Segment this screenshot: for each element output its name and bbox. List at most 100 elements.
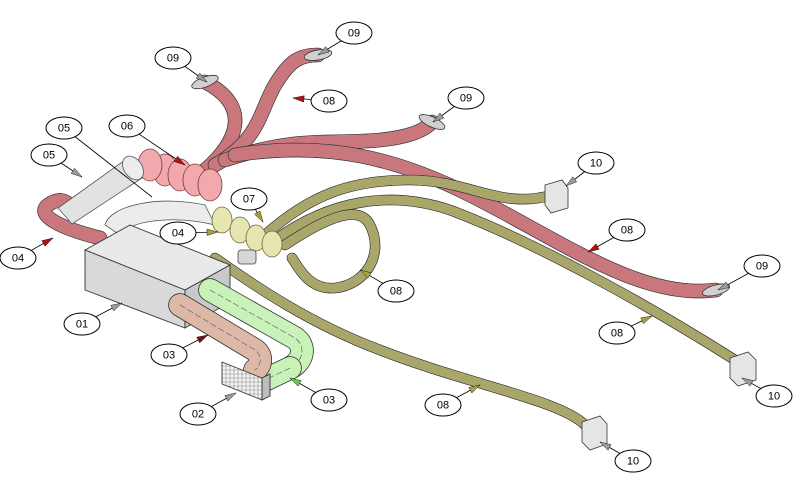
leader-arrowhead [70, 167, 83, 178]
callout-label: 03 [323, 395, 335, 407]
callout-10: 10 [614, 449, 652, 473]
leader-arrowhead [359, 269, 372, 279]
callout-oval [63, 312, 101, 336]
leader-line [63, 127, 153, 198]
callout-oval [30, 143, 68, 167]
callout-oval [150, 343, 188, 367]
callout-label: 03 [163, 350, 175, 362]
leader-arrowhead [110, 302, 123, 312]
callout-04: 04 [0, 246, 37, 270]
leader-arrowhead [173, 155, 186, 166]
callout-label: 09 [756, 261, 768, 273]
callout-label: 08 [437, 400, 449, 412]
tan-duct-group [168, 293, 272, 382]
callout-label: 08 [390, 286, 402, 298]
callout-label: 10 [768, 391, 780, 403]
callout-oval [614, 449, 652, 473]
callout-08: 08 [598, 321, 636, 345]
leader-arrowhead [741, 377, 754, 387]
duct-stroke [270, 195, 740, 365]
callout-oval [230, 187, 268, 211]
leader-arrowhead [254, 210, 264, 223]
callout-label: 08 [621, 225, 633, 237]
callout-oval [310, 388, 348, 412]
leader-arrowhead [468, 384, 481, 394]
callout-01: 01 [63, 312, 101, 336]
callout-label: 08 [323, 96, 335, 108]
supply-grille [221, 361, 271, 401]
callout-label: 10 [627, 456, 639, 468]
leader-arrowhead [565, 176, 577, 187]
callout-09: 09 [447, 86, 485, 110]
callout-05: 05 [45, 116, 83, 140]
callout-label: 01 [76, 319, 88, 331]
callout-08: 08 [377, 279, 415, 303]
duct-stroke [210, 253, 590, 430]
callout-oval [755, 384, 793, 408]
callout-08: 08 [608, 218, 646, 242]
callout-oval [335, 21, 373, 45]
callout-label: 04 [12, 253, 24, 265]
box-terminals [544, 179, 757, 451]
callout-oval [608, 218, 646, 242]
callout-label: 09 [460, 93, 472, 105]
callout-09: 09 [154, 46, 192, 70]
callout-10: 10 [755, 384, 793, 408]
duct-stroke [38, 194, 107, 245]
callout-oval [154, 46, 192, 70]
duct-stroke [280, 210, 380, 293]
duct-layer [37, 47, 757, 451]
callout-label: 10 [590, 158, 602, 170]
callout-label: 06 [121, 121, 133, 133]
callout-08: 08 [424, 393, 462, 417]
callout-oval [447, 86, 485, 110]
callout-10: 10 [577, 151, 615, 175]
diffuser-09-c [418, 114, 446, 130]
callout-06: 06 [108, 114, 146, 138]
leader-arrowhead [206, 228, 219, 236]
callout-oval [159, 221, 197, 245]
callout-05: 05 [30, 143, 68, 167]
callout-label: 02 [192, 409, 204, 421]
callout-07: 07 [230, 187, 268, 211]
callout-oval [377, 279, 415, 303]
leader-arrowhead [317, 46, 330, 56]
leader-arrowhead [224, 392, 237, 402]
leader-arrowhead [717, 281, 730, 291]
callout-oval [598, 321, 636, 345]
leader-arrowhead [432, 112, 445, 123]
callout-03: 03 [150, 343, 188, 367]
terminal-10-b [729, 351, 757, 387]
callout-04: 04 [159, 221, 197, 245]
callout-oval [179, 402, 217, 426]
callout-label: 09 [348, 28, 360, 40]
callout-label: 08 [611, 328, 623, 340]
callout-08: 08 [310, 89, 348, 113]
leader-arrowhead [41, 237, 54, 247]
callout-oval [45, 116, 83, 140]
leader-arrowhead [587, 243, 600, 253]
callout-oval [310, 89, 348, 113]
gray-rigid-duct [57, 155, 216, 236]
callout-label: 07 [243, 194, 255, 206]
callout-label: 05 [43, 150, 55, 162]
khaki-duct-group [209, 174, 741, 431]
callout-oval [424, 393, 462, 417]
pink-connector-stack [137, 148, 223, 202]
duct-stroke [208, 48, 325, 172]
callout-oval [108, 114, 146, 138]
callout-labels: 09 09 09 09 08 08 08 08 08 10 10 10 07 06 05 05 04 04 03 03… [0, 21, 793, 473]
leader-arrowhead [195, 72, 208, 83]
callout-oval [0, 246, 37, 270]
khaki-connector-cluster [211, 206, 283, 265]
leader-arrowhead [640, 315, 653, 325]
leader-arrowhead [289, 377, 302, 387]
pink-duct-group [37, 47, 724, 299]
callout-09: 09 [743, 254, 781, 278]
callout-oval [743, 254, 781, 278]
callout-09: 09 [335, 21, 373, 45]
callout-02: 02 [179, 402, 217, 426]
duct-stroke [228, 143, 723, 298]
duct-stroke [179, 304, 261, 371]
